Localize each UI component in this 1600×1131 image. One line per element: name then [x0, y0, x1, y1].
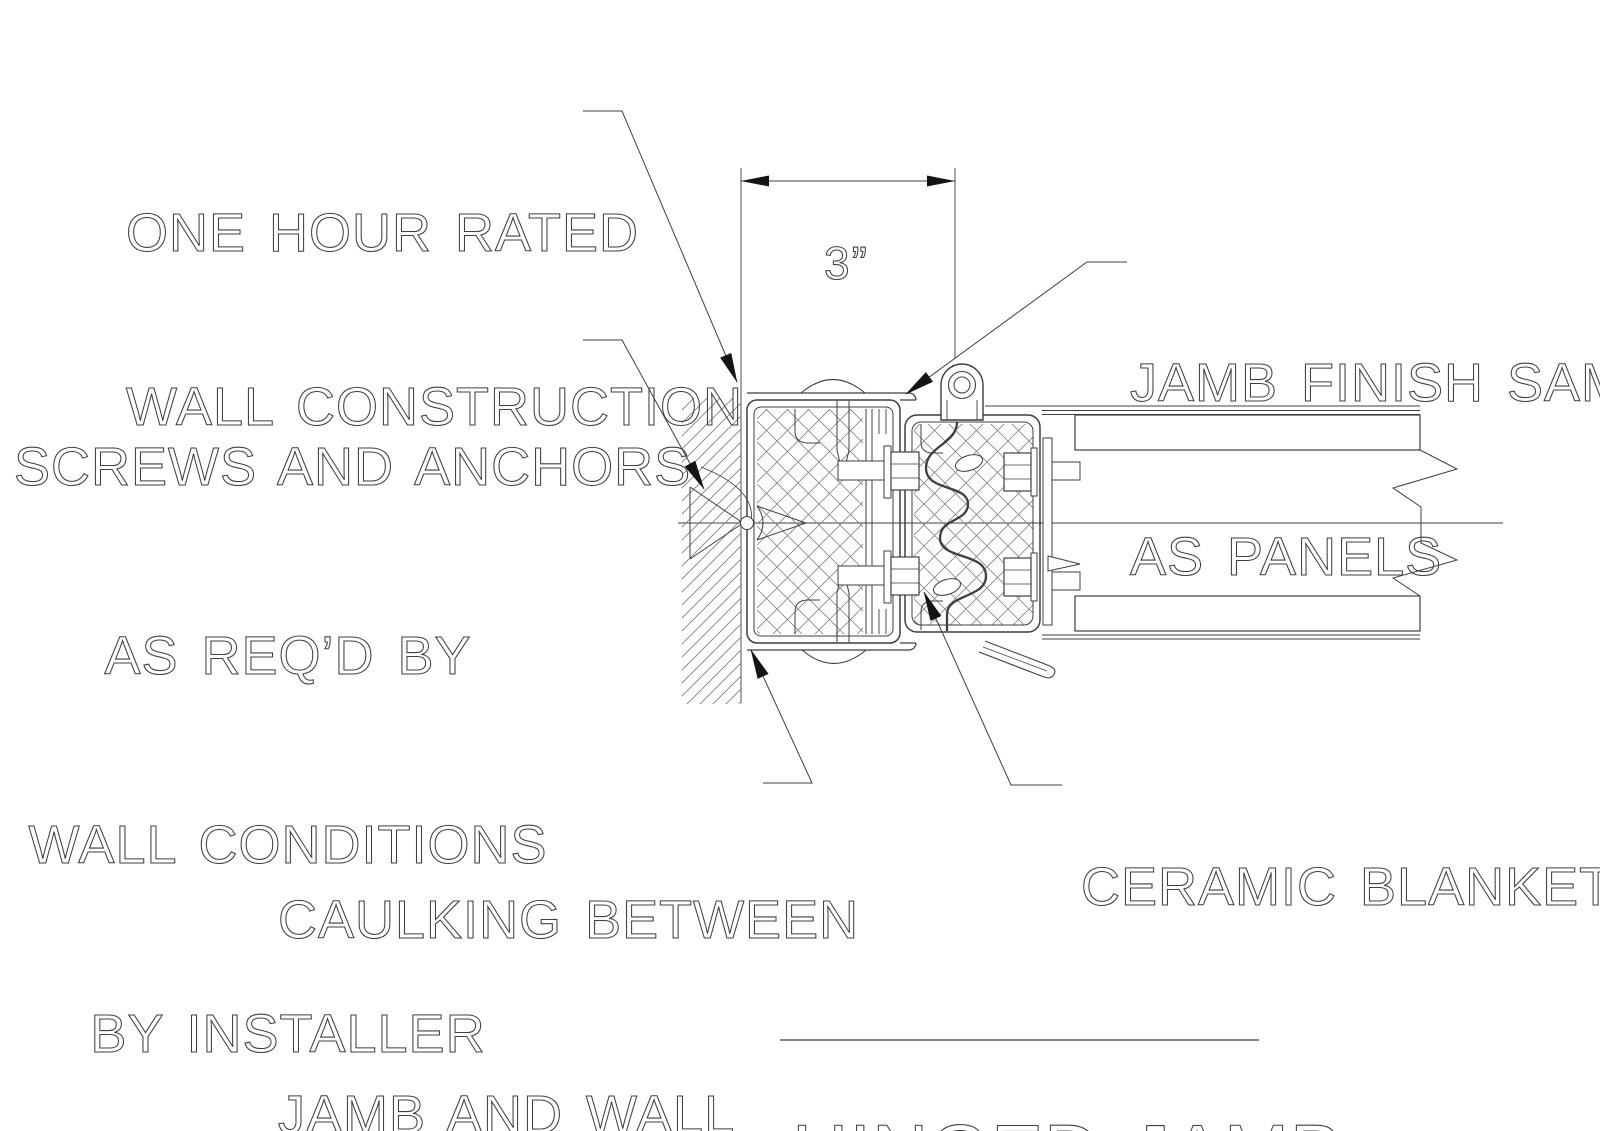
dimension-text: 3”	[823, 236, 869, 289]
weatherstrip-spike	[1047, 555, 1081, 572]
leader-caulking	[750, 649, 813, 784]
dim-arrow-left	[741, 175, 769, 187]
note-line: CERAMIC BLANKET	[1080, 857, 1600, 917]
leader-jamb-finish	[905, 261, 1127, 395]
break-line	[1391, 449, 1459, 597]
note-line: AS PANELS	[1129, 527, 1443, 587]
jamb-bolts	[837, 445, 1081, 604]
note-jamb-finish: JAMB FINISH SAME AS PANELS	[1129, 238, 1600, 702]
wall-hatch	[682, 398, 741, 704]
note-caulking: CAULKING BETWEEN JAMB AND WALL	[277, 758, 860, 1131]
note-line: BY INSTALLER	[90, 1003, 486, 1064]
leader-screws	[583, 339, 705, 490]
clamp-bar	[1042, 437, 1053, 626]
note-line: CAULKING BETWEEN	[277, 889, 860, 950]
note-line: JAMB FINISH SAME	[1129, 353, 1600, 413]
note-screws-anchors: SCREWS AND ANCHORS AS REQ’D BY WALL COND…	[13, 310, 692, 1131]
wall-anchor	[689, 466, 808, 560]
hinge-knuckle	[940, 363, 984, 421]
jamb-wall-channel	[746, 379, 917, 664]
note-line: AS REQ’D BY	[104, 625, 472, 686]
leader-ceramic	[923, 591, 1062, 786]
insulation-hatch-left	[757, 409, 863, 634]
leader-one-hour	[583, 110, 738, 383]
note-ceramic-blanket: CERAMIC BLANKET	[1080, 742, 1600, 1032]
seal-top	[954, 454, 984, 472]
screw-dome-top	[800, 379, 866, 394]
note-one-hour-rated-wall: ONE HOUR RATED WALL CONSTRUCTION	[125, 88, 744, 552]
note-line: WALL CONSTRUCTION	[125, 377, 744, 437]
drawing-title: HINGED JAMB	[791, 952, 1343, 1131]
note-line: SCREWS AND ANCHORS	[13, 436, 692, 497]
note-line: WALL CONDITIONS	[28, 814, 548, 875]
screw-dome-bottom	[801, 649, 867, 664]
note-line: JAMB AND WALL	[277, 1084, 736, 1131]
door-panel	[1074, 414, 1459, 632]
retainer-tail	[978, 640, 1056, 679]
dim-arrow-right	[927, 175, 955, 187]
note-line: ONE HOUR RATED	[125, 203, 640, 263]
leader-lines	[583, 110, 1127, 786]
